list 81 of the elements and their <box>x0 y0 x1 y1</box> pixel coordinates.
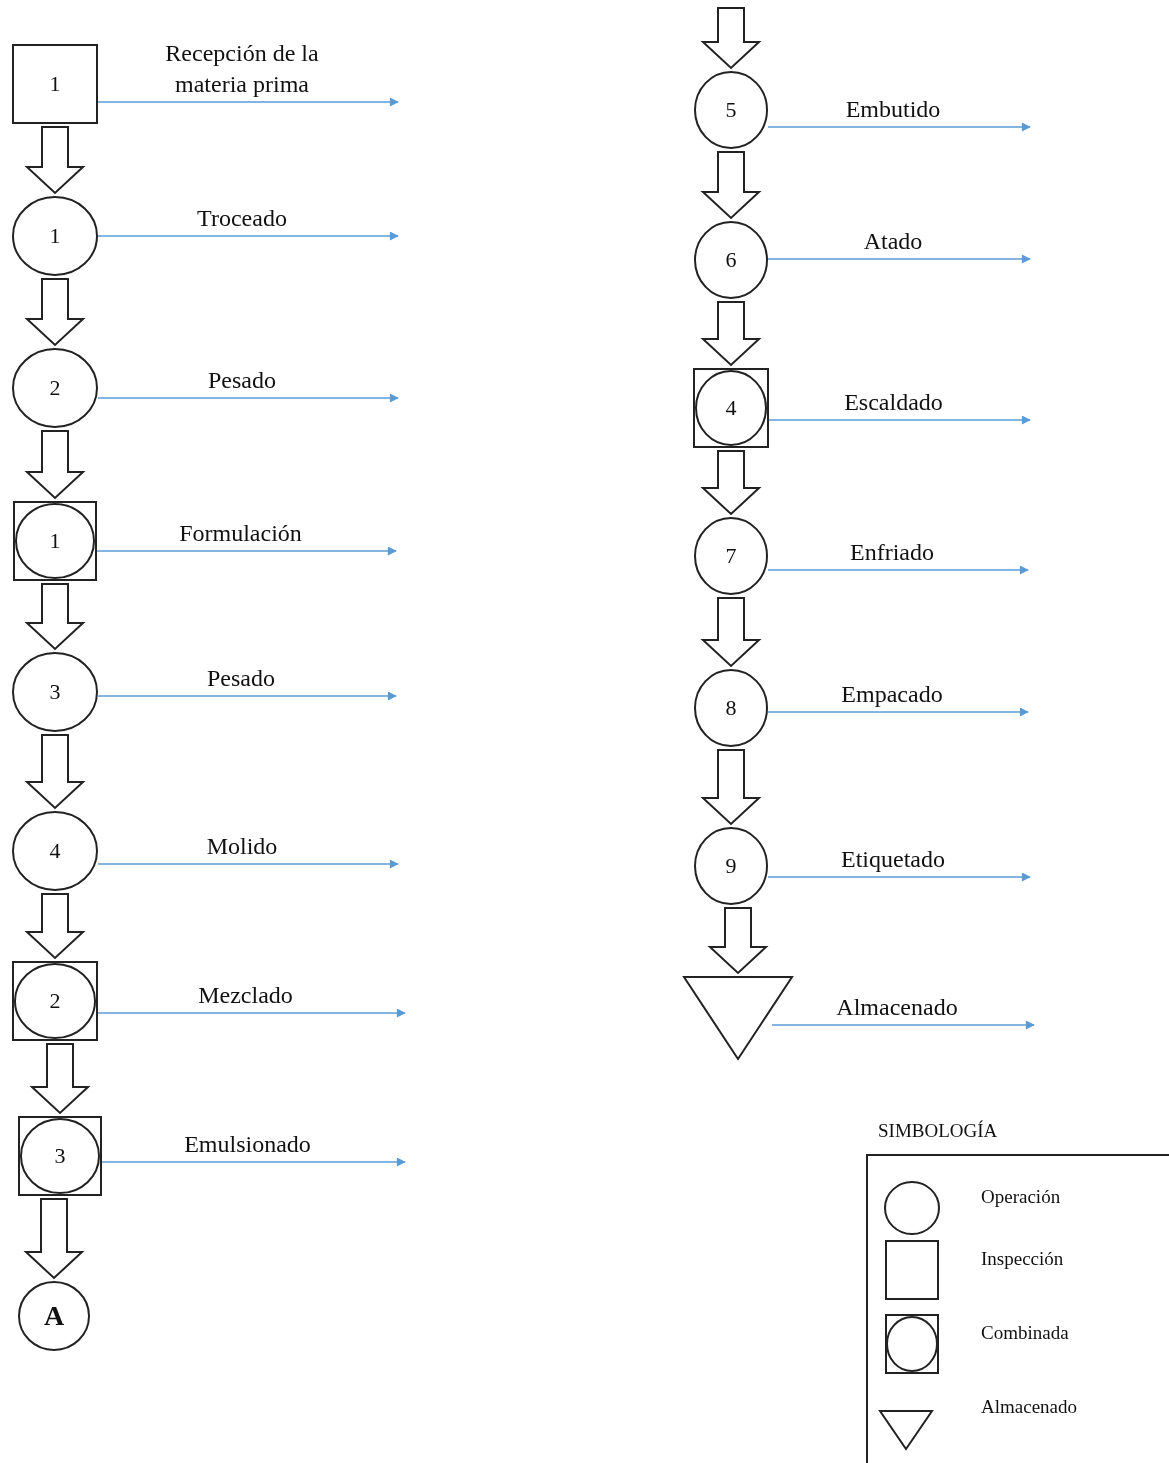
edge-label: Etiquetado <box>840 844 946 874</box>
step-number: 4 <box>49 840 61 862</box>
edge-label: Pesado <box>206 663 276 693</box>
arrow <box>768 415 1031 425</box>
step-number: 4 <box>725 397 737 419</box>
arrow <box>767 122 1031 132</box>
block-arrow <box>24 430 86 500</box>
block-arrow <box>24 126 86 195</box>
step-number: 1 <box>49 530 61 552</box>
step-number: 3 <box>54 1145 66 1167</box>
step-number: 6 <box>725 249 737 271</box>
arrow <box>767 565 1029 575</box>
block-arrow <box>23 1198 85 1280</box>
operation-circle <box>694 827 768 905</box>
block-arrow <box>24 583 86 651</box>
step-number: 1 <box>49 73 61 95</box>
block-arrow <box>24 278 86 347</box>
arrow <box>96 546 397 556</box>
combined-symbol <box>18 1116 102 1196</box>
operation-circle <box>12 348 98 428</box>
edge-label: Almacenado <box>835 992 959 1022</box>
block-arrow <box>707 907 769 975</box>
edge-label: Emulsionado <box>183 1129 312 1159</box>
legend-text: Operación <box>981 1186 1061 1208</box>
operation-circle <box>694 517 768 595</box>
arrow <box>97 1008 406 1018</box>
arrow <box>97 393 399 403</box>
block-arrow <box>29 1043 91 1115</box>
edge-label: Embutido <box>844 94 942 124</box>
legend-title: SIMBOLOGÍA <box>878 1120 998 1142</box>
step-number: 5 <box>725 99 737 121</box>
block-arrow <box>700 151 762 220</box>
arrow <box>771 1020 1035 1030</box>
legend-text: Inspección <box>981 1248 1064 1270</box>
block-arrow <box>700 301 762 367</box>
operation-circle <box>12 196 98 276</box>
step-number: 8 <box>725 697 737 719</box>
arrow <box>101 1157 406 1167</box>
step-number: 2 <box>49 377 61 399</box>
arrow <box>767 872 1031 882</box>
combined-symbol <box>13 501 97 581</box>
arrow <box>97 691 397 701</box>
edge-label: Formulación <box>178 518 303 548</box>
block-arrow <box>700 7 762 70</box>
combined-symbol <box>693 368 769 448</box>
edge-label: Mezclado <box>197 980 294 1010</box>
operation-circle <box>18 1281 90 1351</box>
step-number: 2 <box>49 990 61 1012</box>
operation-circle <box>694 669 768 747</box>
storage-triangle <box>683 976 793 1060</box>
operation-circle <box>12 652 98 732</box>
block-arrow <box>700 450 762 516</box>
legend-text: Almacenado <box>981 1396 1077 1418</box>
edge-label: Pesado <box>207 365 277 395</box>
arrow <box>767 254 1031 264</box>
operation-circle <box>694 71 768 149</box>
edge-label: Empacado <box>840 679 944 709</box>
arrow <box>97 859 399 869</box>
edge-label: Recepción de la materia prima <box>164 38 320 99</box>
legend-text: Combinada <box>981 1322 1069 1344</box>
block-arrow <box>24 893 86 960</box>
operation-circle <box>12 811 98 891</box>
edge-label: Enfriado <box>849 537 935 567</box>
combined-symbol <box>12 961 98 1041</box>
arrow <box>97 231 399 241</box>
edge-label: Atado <box>862 226 924 256</box>
step-number: 3 <box>49 681 61 703</box>
arrow <box>97 97 399 107</box>
edge-label: Escaldado <box>843 387 944 417</box>
edge-label: Troceado <box>196 203 288 233</box>
block-arrow <box>700 597 762 668</box>
arrow <box>767 707 1029 717</box>
step-number: 7 <box>725 545 737 567</box>
step-number: 1 <box>49 225 61 247</box>
edge-label: Molido <box>205 831 279 861</box>
step-number: A <box>43 1302 65 1330</box>
operation-circle <box>694 221 768 299</box>
block-arrow <box>24 734 86 810</box>
inspection-square <box>12 44 98 124</box>
step-number: 9 <box>725 855 737 877</box>
block-arrow <box>700 749 762 826</box>
